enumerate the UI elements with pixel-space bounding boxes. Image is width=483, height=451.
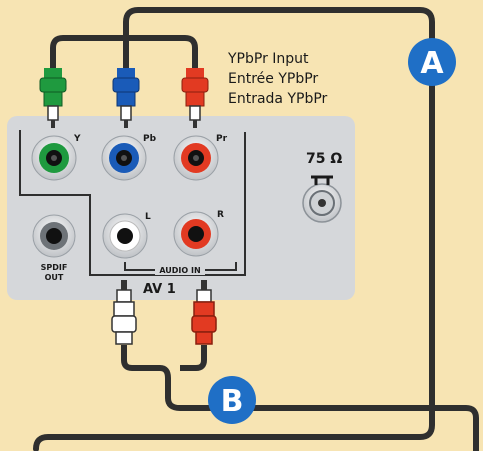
input-title-line1: YPbPr Input [227,51,309,67]
spdif-label-line1: SPDIF [41,263,68,272]
rca-plug-red-bottom-icon [191,280,217,345]
rca-plug-green-icon [39,68,67,128]
cable-a [33,7,435,451]
audio-in-label-bg [155,263,205,275]
antenna-label: 75 Ω [306,151,342,167]
input-title-line2: Entrée YPbPr [228,71,318,87]
rca-plug-white-icon [111,280,137,345]
jack-pr [173,135,219,181]
jack-r-label: R [217,210,224,220]
rca-plug-blue-icon [112,68,140,128]
callout-a-label: A [420,46,444,81]
jack-pr-label: Pr [216,134,228,144]
av1-label: AV 1 [143,282,176,297]
callout-a: A [408,38,456,86]
ypbpr-cable-bundle [50,35,198,68]
cable-b [121,345,479,451]
jack-y [31,135,77,181]
av-panel [7,116,355,300]
jack-y-label: Y [73,134,81,144]
jack-pb [101,135,147,181]
jack-l [102,213,148,259]
spdif-label-line2: OUT [45,273,64,282]
rca-plug-red-icon [181,68,209,128]
callout-b: B [208,376,256,424]
jack-pb-label: Pb [143,134,157,144]
jack-r [173,211,219,257]
jack-l-label: L [145,212,151,222]
antenna-coax-jack-icon [302,175,342,223]
callout-b-label: B [221,384,244,419]
jack-spdif [32,214,76,258]
input-title-line3: Entrada YPbPr [228,91,328,107]
audio-in-label: AUDIO IN [159,266,200,275]
